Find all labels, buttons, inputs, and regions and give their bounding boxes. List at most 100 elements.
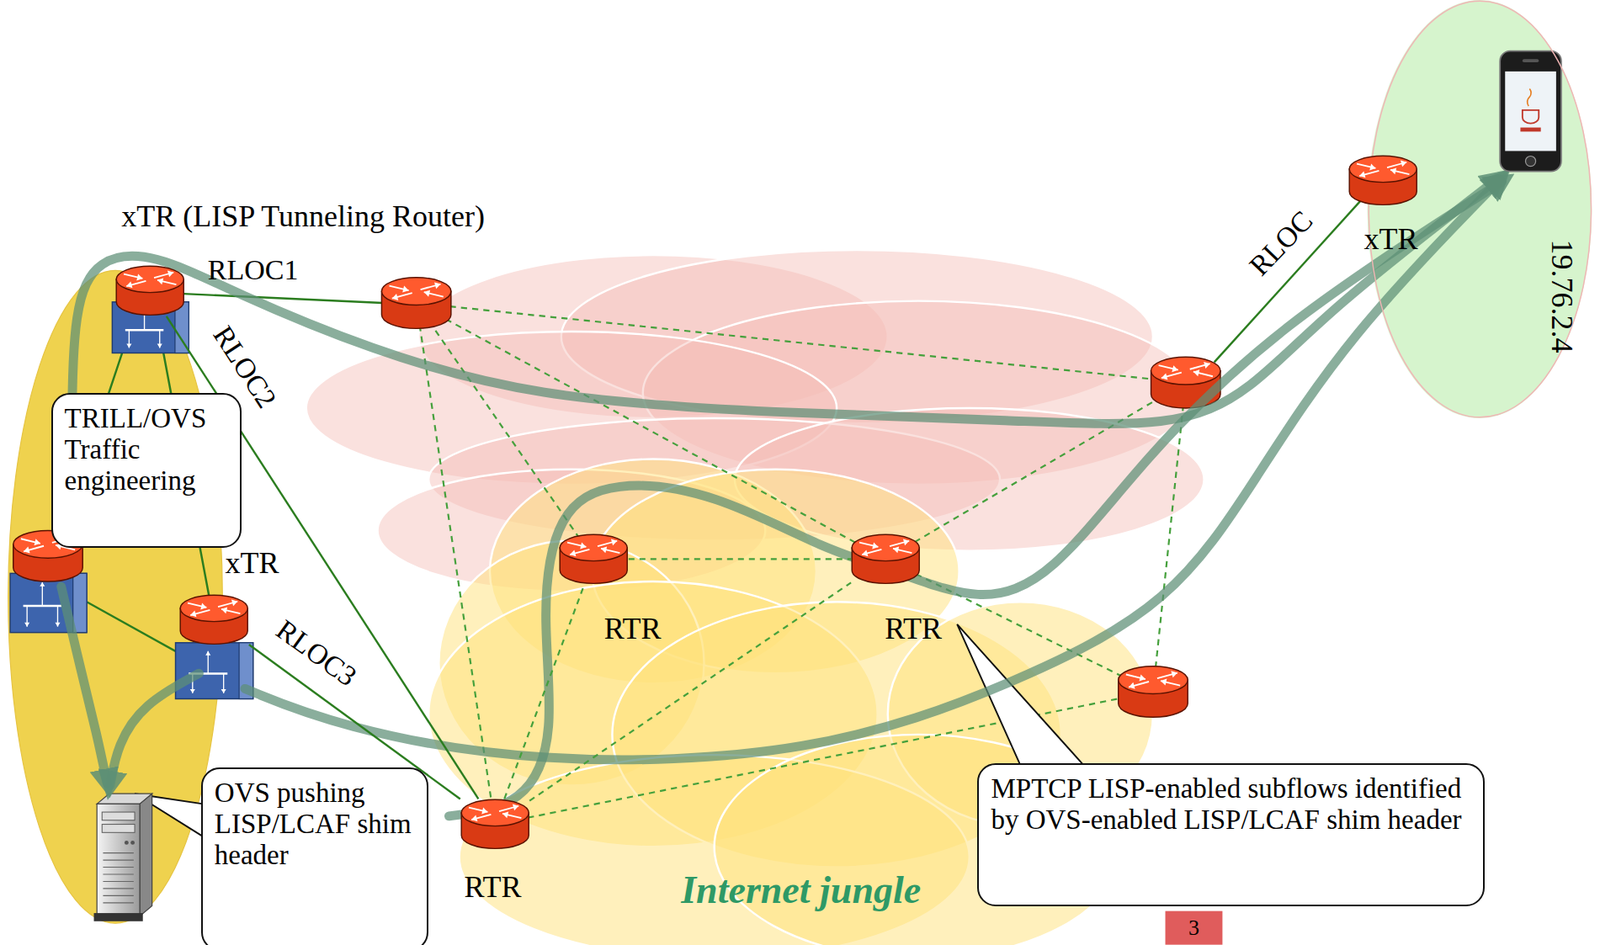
router-icon [502,812,509,819]
router-icon [13,277,1221,718]
phone-icon [1522,58,1539,63]
router-icon [851,534,920,584]
router-icon [116,265,184,315]
phone-icon [1522,110,1539,124]
region-title: Internet jungle [680,869,921,913]
router-icon [381,277,451,306]
router-icon [460,798,530,851]
router-icon [861,550,868,558]
tunnel-router: xTR [179,594,249,646]
callout-text: TRILL/OVS Traffic engineering [64,403,229,497]
switch-box [73,573,87,633]
router-icon [1400,160,1407,168]
router-icon [1193,369,1200,377]
router-label: xTR [1363,223,1418,257]
switch-box [10,302,254,700]
network-link [166,316,479,799]
router-icon [512,804,519,812]
switch-box [126,344,132,349]
router-icon [611,539,617,547]
server-icon [102,902,133,904]
router-icon [180,595,249,644]
server-icon [102,873,133,875]
callout-text: MPTCP LISP-enabled subflows identified b… [990,773,1472,836]
phone-icon [1499,51,1562,172]
router-icon [580,542,587,550]
router-icon [570,550,577,558]
rloc-label: RLOC [1243,204,1319,282]
switch-box [54,622,60,628]
router-icon [402,286,409,293]
phone-icon [1527,88,1532,107]
router-icon [560,534,628,561]
network-link [529,582,851,801]
router-icon [424,290,431,298]
tunnel-router: xTR [1348,154,1418,207]
solid-link [61,198,1363,654]
router-icon [126,281,133,289]
router-icon [1151,356,1221,385]
mptcp-subflow [448,181,1502,817]
router-icon [1118,666,1188,695]
server-icon [94,793,153,922]
re-encap-router: RTR [850,533,920,585]
mptcp-subflow [61,178,1503,817]
router-icon [115,265,185,317]
router-icon [558,533,628,585]
solid-link [183,293,383,303]
switch-box [24,622,30,628]
server-icon [101,812,135,821]
router-icon [560,534,628,584]
phone-icon [1520,127,1541,133]
router-icon [23,547,30,554]
mptcp-subflow [72,178,1499,536]
router-icon [1349,155,1417,205]
router-icon [231,599,238,606]
callout-box: MPTCP LISP-enabled subflows identified b… [977,763,1485,907]
router-icon [116,265,184,293]
server-icon [102,853,133,904]
router-icon [871,542,878,550]
dashed-link [416,302,887,559]
mptcp-subflow [244,179,1500,760]
server-icon [102,852,133,854]
page-number-box [1165,911,1223,945]
rloc-label: RLOC3 [270,613,362,693]
router-icon [1161,372,1168,380]
re-encap-router: RTR [460,798,530,851]
router-icon [903,539,909,547]
router-icon [1128,682,1135,690]
router-icon [1160,679,1167,686]
router-icon [392,293,399,301]
router-label: xTR [224,547,279,582]
server-icon [124,840,129,846]
router-icon [461,799,529,826]
router-icon [34,538,41,546]
mptcp-subflow [110,673,199,786]
switch-box [205,651,211,656]
switch-box [157,344,163,349]
router-icon [434,281,441,289]
page-number-box [1165,911,1223,945]
router-icon [167,271,174,278]
router-icon [1203,361,1210,369]
address-label: 19.76.2.4 [1544,239,1579,353]
switch-box [190,689,196,694]
network-illustration [8,0,1593,945]
router-icon [157,278,164,286]
router-icon [179,594,249,646]
site-region [8,270,224,924]
router-icon [1359,171,1366,179]
tunnel-router: xTR (LISP Tunneling Router) [115,265,185,317]
rloc-label: RLOC1 [207,255,299,287]
router-icon [1348,154,1418,207]
router-icon [1390,168,1397,176]
router-label: xTR (LISP Tunneling Router) [121,200,485,234]
mptcp-subflow [61,586,108,784]
router-icon [180,595,249,622]
router-icon [1369,164,1376,171]
router-icon [481,807,488,815]
router-label: RTR [604,612,662,647]
